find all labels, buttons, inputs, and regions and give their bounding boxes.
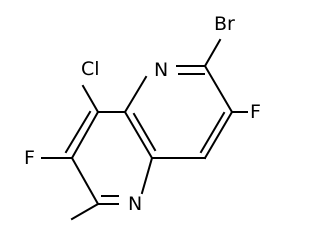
- bond-c3-c4: [203, 110, 234, 160]
- bond-c8a-c4a: [123, 110, 154, 160]
- bond-c8a-n1: [123, 75, 148, 114]
- bond-c2-c3: [203, 64, 234, 114]
- bond-c8-c7: [70, 110, 100, 160]
- atom-label-n-top: N: [154, 59, 168, 81]
- bond-c2-br: [203, 38, 222, 68]
- structure-canvas: N Br F Cl F N: [24, 13, 261, 221]
- bond-c6-methyl: [70, 202, 100, 221]
- atom-label-cl: Cl: [81, 58, 100, 80]
- bond-c8-cl: [81, 84, 100, 114]
- bond-c8a-c4a-double: [132, 112, 157, 152]
- atom-label-n-bottom: N: [128, 193, 142, 215]
- bond-n5-c4a: [140, 156, 154, 195]
- atom-label-br: Br: [214, 13, 235, 35]
- atom-label-f-left: F: [24, 147, 35, 169]
- molecule-structure: N Br F Cl F N: [24, 13, 261, 221]
- atom-label-f-right: F: [250, 101, 261, 123]
- bond-c3-c4-double: [199, 111, 226, 154]
- bond-c7-c6: [70, 156, 100, 206]
- bond-c8-c7-double: [64, 110, 92, 154]
